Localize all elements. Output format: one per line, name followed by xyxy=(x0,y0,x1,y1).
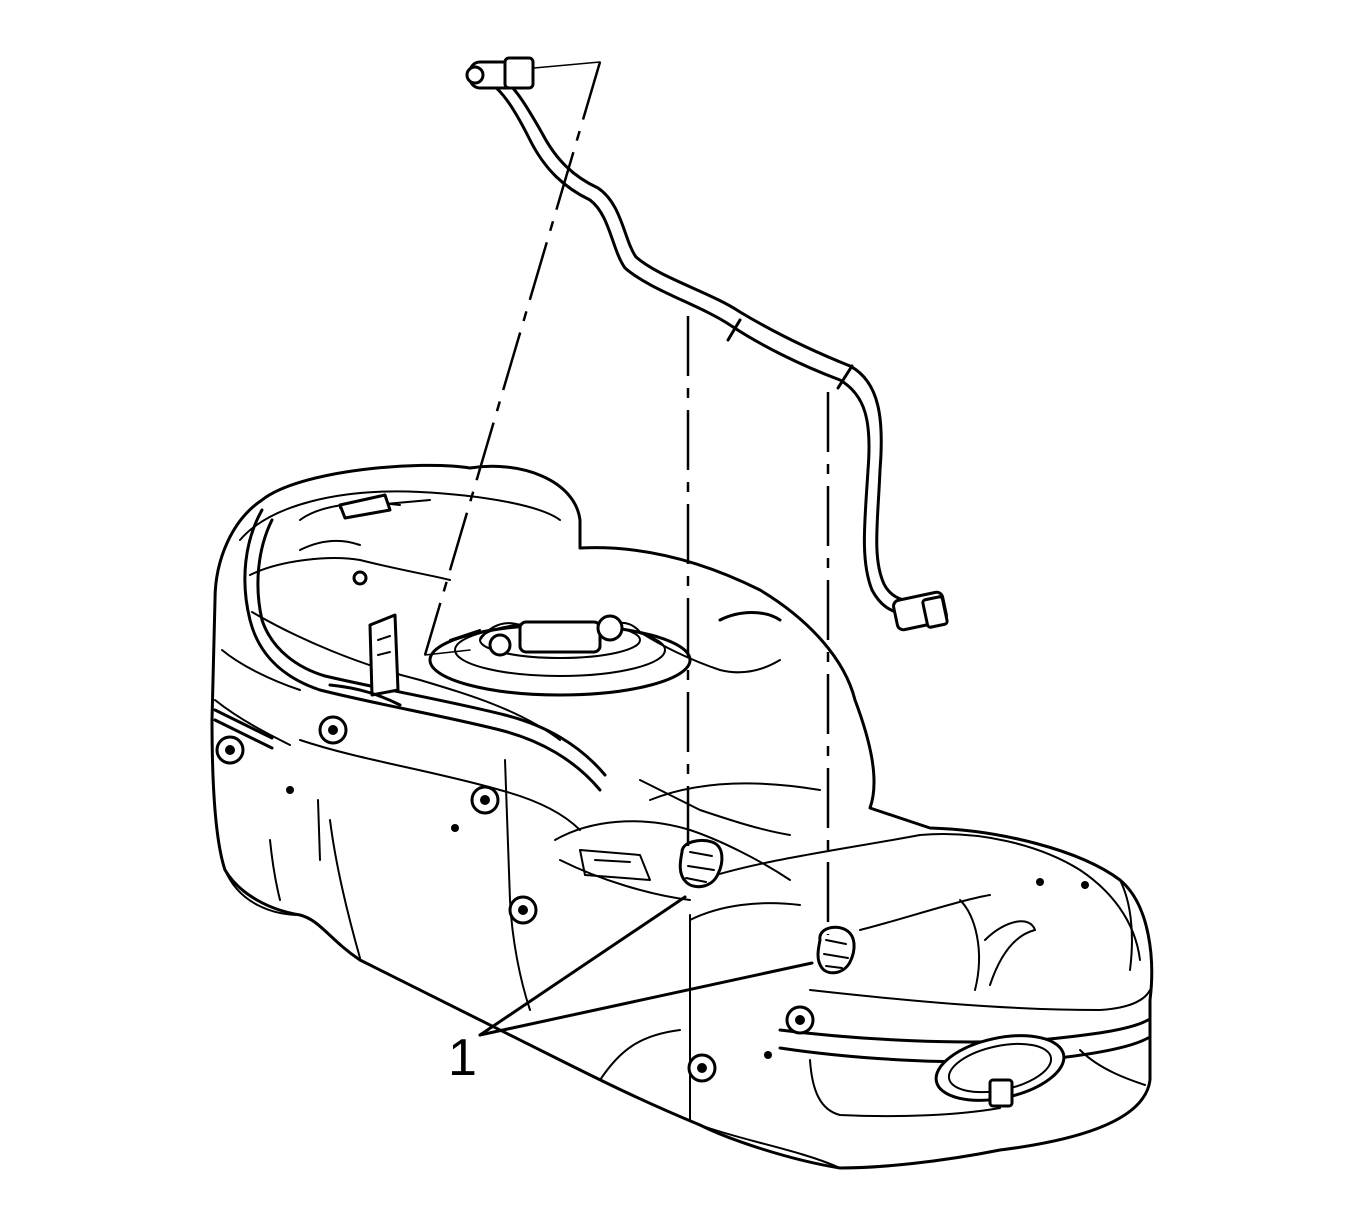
bolt-5 xyxy=(785,1005,815,1035)
callout-label-1: 1 xyxy=(448,1029,477,1087)
bolt-3 xyxy=(470,785,500,815)
mounting-bolts xyxy=(215,570,1089,1083)
vent-pipe xyxy=(465,56,949,632)
filler-neck-flange xyxy=(934,1034,1066,1108)
retainer-clips xyxy=(678,838,856,975)
bolt-6 xyxy=(687,1053,717,1083)
alignment-lines xyxy=(423,61,830,935)
retainer-clip-right xyxy=(816,925,856,975)
retainer-clip-left xyxy=(678,838,724,889)
callout-1: 1 xyxy=(448,895,814,1087)
bolt-4 xyxy=(508,895,538,925)
bolt-1 xyxy=(215,735,245,765)
fuel-pump-module xyxy=(428,614,781,697)
bolt-2 xyxy=(318,715,348,745)
bolt-7 xyxy=(352,570,368,586)
vapor-lines xyxy=(243,493,782,792)
